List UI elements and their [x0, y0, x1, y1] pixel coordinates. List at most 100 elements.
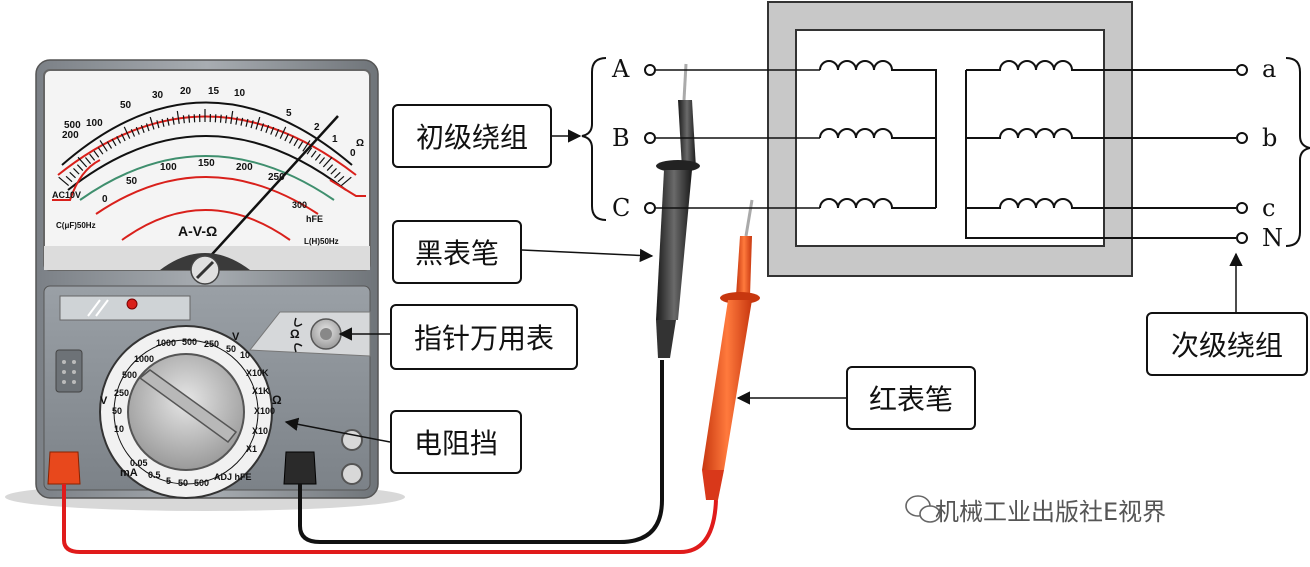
- dial-v-50: 50: [226, 344, 236, 354]
- l-scale-arc: [121, 209, 291, 241]
- dial-ma-5: 5: [166, 476, 171, 486]
- scale-tick: [235, 116, 238, 125]
- scale-tick: [322, 156, 333, 168]
- ohm-tick-5: 5: [286, 108, 292, 119]
- black-probe[interactable]: [656, 63, 700, 358]
- dial-v-10: 10: [240, 350, 250, 360]
- primary-terminals: [644, 64, 656, 214]
- red-probe[interactable]: [702, 199, 760, 500]
- scale-tick: [334, 171, 341, 179]
- dc-tick-200: 200: [236, 162, 253, 173]
- black-plug: [283, 451, 317, 485]
- ohm-tick-30: 30: [152, 90, 164, 101]
- scale-tick: [219, 114, 222, 123]
- scale-tick: [260, 123, 265, 132]
- hfe-label: hFE: [306, 214, 323, 224]
- red-probe-handle: [702, 300, 752, 470]
- dc-scale-labels: 0 50 100 150 200 250: [102, 158, 285, 205]
- arrow-black-probe: [521, 248, 654, 263]
- dc-tick-100: 100: [160, 162, 177, 173]
- hfe-scale-labels: 300 hFE: [292, 200, 323, 224]
- range-dial-labels: 1000 500 250 50 10 X10K X1K X100 X10 X1 …: [112, 337, 275, 488]
- hfe-hole: [72, 360, 76, 364]
- black-lead-wire: [298, 360, 664, 544]
- dial-ma-0.05: 0.05: [130, 458, 148, 468]
- scale-tick: [182, 115, 185, 124]
- label-red-probe: 红表笔: [846, 366, 976, 430]
- scale-tick: [318, 157, 326, 165]
- ohm-scale-labels: 500 200 100 50 30 20 15 10 5 2 1 0: [62, 86, 356, 159]
- dial-ohm-x10k: X10K: [246, 368, 269, 378]
- terminal-b-secondary[interactable]: [1236, 132, 1248, 144]
- meter-needle: [204, 115, 339, 263]
- scale-tick: [274, 128, 280, 137]
- hfe-tick-300: 300: [292, 200, 307, 210]
- black-probe-body: [678, 100, 696, 168]
- scale-tick: [161, 118, 165, 127]
- dial-v-symbol-left: V: [100, 395, 108, 407]
- cap-label: C(μF)50Hz: [56, 221, 96, 230]
- red-probe-body: [736, 236, 752, 296]
- dial-ohm-x1: X1: [246, 444, 257, 454]
- ohm-tick-15: 15: [208, 86, 220, 97]
- scale-tick: [58, 176, 70, 187]
- scale-tick: [172, 116, 175, 125]
- terminal-a-secondary[interactable]: [1236, 64, 1248, 76]
- dial-vl-1000: 1000: [134, 354, 154, 364]
- range-dial-scale: [113, 339, 259, 485]
- ohm-tick-1: 1: [332, 134, 338, 145]
- scale-tick: [65, 175, 73, 183]
- terminal-c-secondary[interactable]: [1236, 202, 1248, 214]
- terminal-b[interactable]: [644, 132, 656, 144]
- hfe-hole: [62, 380, 66, 384]
- ohm-tick-500: 500: [64, 120, 81, 131]
- primary-coil-c: [819, 198, 936, 209]
- scale-tick: [76, 164, 84, 171]
- scale-tick: [255, 116, 261, 130]
- secondary-brace: [1285, 57, 1310, 247]
- terminal-a[interactable]: [644, 64, 656, 76]
- indicator-led: [126, 298, 138, 310]
- ohm-tick-2: 2: [314, 122, 320, 133]
- terminal-c[interactable]: [644, 202, 656, 214]
- scale-tick: [293, 138, 299, 147]
- label-primary-winding: 初级绕组: [392, 104, 552, 168]
- scale-tick: [176, 110, 180, 124]
- dial-v-1000: 1000: [156, 338, 176, 348]
- ohm-tick-20: 20: [180, 86, 192, 97]
- secondary-terminals: [1236, 64, 1248, 244]
- dc-tick-250: 250: [268, 172, 285, 183]
- scale-tick: [302, 140, 311, 152]
- ohm-tick-10: 10: [234, 88, 246, 99]
- scale-tick: [135, 126, 140, 135]
- ohm-scale-red-arc: [57, 115, 357, 176]
- scale-tick: [337, 175, 345, 183]
- primary-coil-a: [819, 60, 937, 138]
- dial-ma-500: 500: [194, 478, 209, 488]
- terminal-n[interactable]: [1236, 232, 1248, 244]
- watermark: 机械工业出版社E视界: [905, 492, 1166, 527]
- ohm-scale-arc: [61, 101, 353, 166]
- scale-ohm-symbol: Ω: [356, 138, 364, 149]
- scale-tick: [306, 147, 313, 155]
- scale-tick: [265, 125, 270, 133]
- dial-vl-250: 250: [114, 388, 129, 398]
- scale-tick: [156, 120, 160, 129]
- hfe-hole: [62, 360, 66, 364]
- range-selector-pointer[interactable]: [138, 369, 238, 444]
- scale-tick: [130, 128, 136, 137]
- scale-tick: [97, 147, 104, 155]
- scale-tick: [250, 120, 254, 129]
- scale-tick: [106, 141, 113, 149]
- scale-tick: [326, 164, 334, 171]
- primary-brace: [581, 57, 607, 221]
- terminal-label-n: N: [1262, 224, 1283, 252]
- scale-tick: [93, 150, 100, 158]
- scale-tick: [297, 141, 304, 149]
- ohm-adjust-knob-center: [320, 328, 332, 340]
- jack-aux-2[interactable]: [341, 463, 363, 485]
- arrow-resistance: [284, 417, 391, 443]
- dial-adj-hfe: ADJ hFE: [214, 472, 252, 482]
- primary-coil-b: [819, 128, 937, 208]
